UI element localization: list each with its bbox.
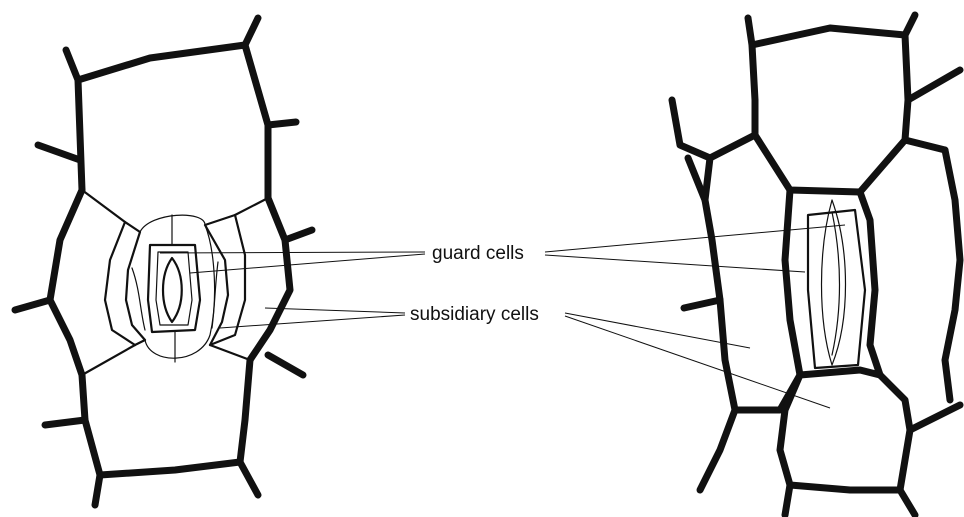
right-top-cell-lower	[752, 45, 945, 192]
left-mid-right-stub-2	[268, 355, 303, 375]
right-stomatal-pore	[832, 212, 840, 355]
right-guard-cell-outer	[808, 210, 865, 368]
right-left-mid-stub	[684, 300, 720, 308]
subsidiary-cells-annotation: subsidiary cells	[220, 304, 830, 408]
left-middle-left-wall	[50, 190, 82, 375]
left-inner-shell-side-2	[212, 262, 218, 328]
right-top-stub-2	[908, 70, 960, 100]
left-guard-cell-inner	[156, 252, 192, 325]
left-inner-shell-side	[132, 268, 145, 330]
right-left-upper-stub-2	[688, 158, 705, 200]
left-middle-right-wall	[250, 198, 290, 360]
left-inner-shell	[140, 215, 215, 358]
left-upper-wall-stub-2	[245, 18, 258, 45]
left-stomatal-pore	[163, 258, 182, 322]
right-left-upper-stub	[672, 100, 710, 158]
right-bottom-stub-2	[785, 485, 790, 515]
guard-leader-right-2	[545, 255, 805, 272]
left-lower-bottom-stub	[95, 475, 100, 505]
left-subsidiary-outer-left	[82, 190, 135, 345]
subsidiary-leader-left-2	[220, 315, 405, 328]
guard-cells-label: guard cells	[432, 243, 524, 264]
left-upper-wall-stub	[66, 50, 78, 80]
right-stomatal-complex	[672, 15, 960, 515]
guard-leader-right-1	[545, 225, 845, 252]
right-bottom-right	[910, 405, 960, 430]
left-mid-left-stub	[15, 300, 50, 310]
subsidiary-cells-label: subsidiary cells	[410, 304, 539, 325]
left-stomatal-complex	[15, 18, 312, 505]
left-subsidiary-outer-left-2	[82, 345, 135, 375]
left-lower-epidermal-cell	[82, 360, 250, 475]
left-subsidiary-outer-right	[210, 198, 268, 360]
left-upper-left-stub	[38, 145, 80, 160]
left-upper-right-stub	[268, 122, 296, 125]
left-lower-right-stub	[240, 462, 258, 495]
right-right-column	[945, 150, 960, 400]
right-right-cell	[880, 375, 910, 430]
guard-cells-annotation: guard cells	[160, 225, 845, 273]
right-top-cell	[748, 18, 908, 140]
right-subsidiary-right-wall	[860, 192, 880, 375]
left-lower-left-stub	[45, 420, 85, 425]
left-subsidiary-inner-left	[125, 222, 145, 345]
right-subsidiary-left-wall	[785, 190, 800, 375]
subsidiary-leader-left-1	[265, 308, 405, 313]
right-top-stub	[905, 15, 915, 35]
left-mid-right-stub	[285, 230, 312, 240]
guard-leader-left-1	[160, 252, 425, 253]
right-guard-cell-inner	[822, 200, 846, 365]
left-subsidiary-inner-right	[205, 215, 235, 345]
left-upper-epidermal-cell	[78, 45, 268, 198]
right-left-lower-wall	[700, 410, 735, 490]
right-bottom-stub	[900, 490, 915, 515]
